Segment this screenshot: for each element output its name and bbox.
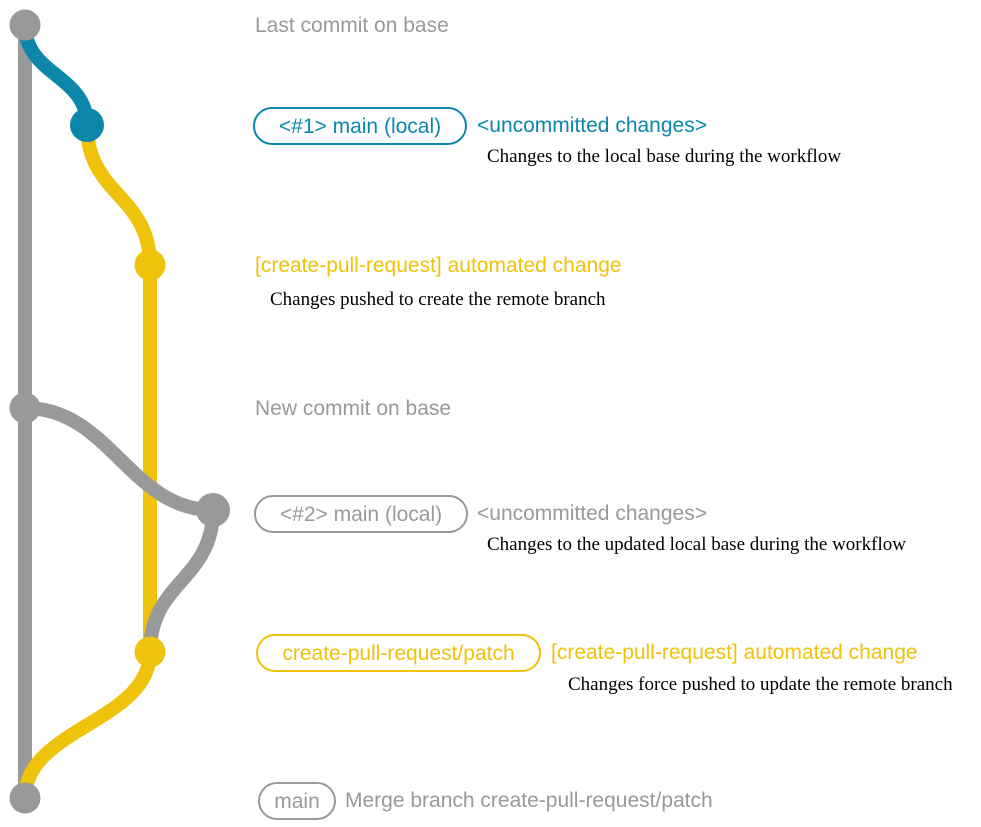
commit-node-base-new[interactable] [9,392,41,424]
commit-description-4: Changes force pushed to update the remot… [568,674,953,695]
commit-description-2: Changes pushed to create the remote bran… [270,289,606,310]
commit-node-remote-1[interactable] [134,249,166,281]
commit-description-3: Changes to the updated local base during… [487,534,906,555]
commit-node-remote-2[interactable] [134,636,166,668]
updated-local-to-remote-line [143,503,220,659]
commit-node-local-2[interactable] [196,493,230,527]
remote-branch-merge-line [18,645,157,805]
commit-description-1: Changes to the local base during the wor… [487,146,842,167]
ref-badge-create-pull-request-patch[interactable]: create-pull-request/patch [256,634,541,672]
commit-subject-last-commit-on-base: Last commit on base [255,14,449,37]
commit-subject-merge-branch: Merge branch create-pull-request/patch [345,789,713,812]
commit-subject-automated-change-1: [create-pull-request] automated change [255,254,622,277]
commit-node-merge[interactable] [9,782,41,814]
commit-subject-uncommitted-changes-1: <uncommitted changes> [477,114,707,137]
commit-subject-uncommitted-changes-2: <uncommitted changes> [477,502,707,525]
commit-subject-new-commit-on-base: New commit on base [255,397,452,420]
ref-badge-main[interactable]: main [258,782,336,820]
ref-badge-main-local-1[interactable]: <#1> main (local) [253,107,467,145]
updated-local-branch-line [18,401,220,517]
commit-node-base-last[interactable] [9,9,41,41]
ref-badge-main-local-2[interactable]: <#2> main (local) [254,495,468,533]
commit-node-local-1[interactable] [70,108,104,142]
local-branch-line-1 [18,18,94,132]
remote-branch-line-1 [80,118,157,659]
commit-subject-automated-change-2: [create-pull-request] automated change [551,641,918,664]
